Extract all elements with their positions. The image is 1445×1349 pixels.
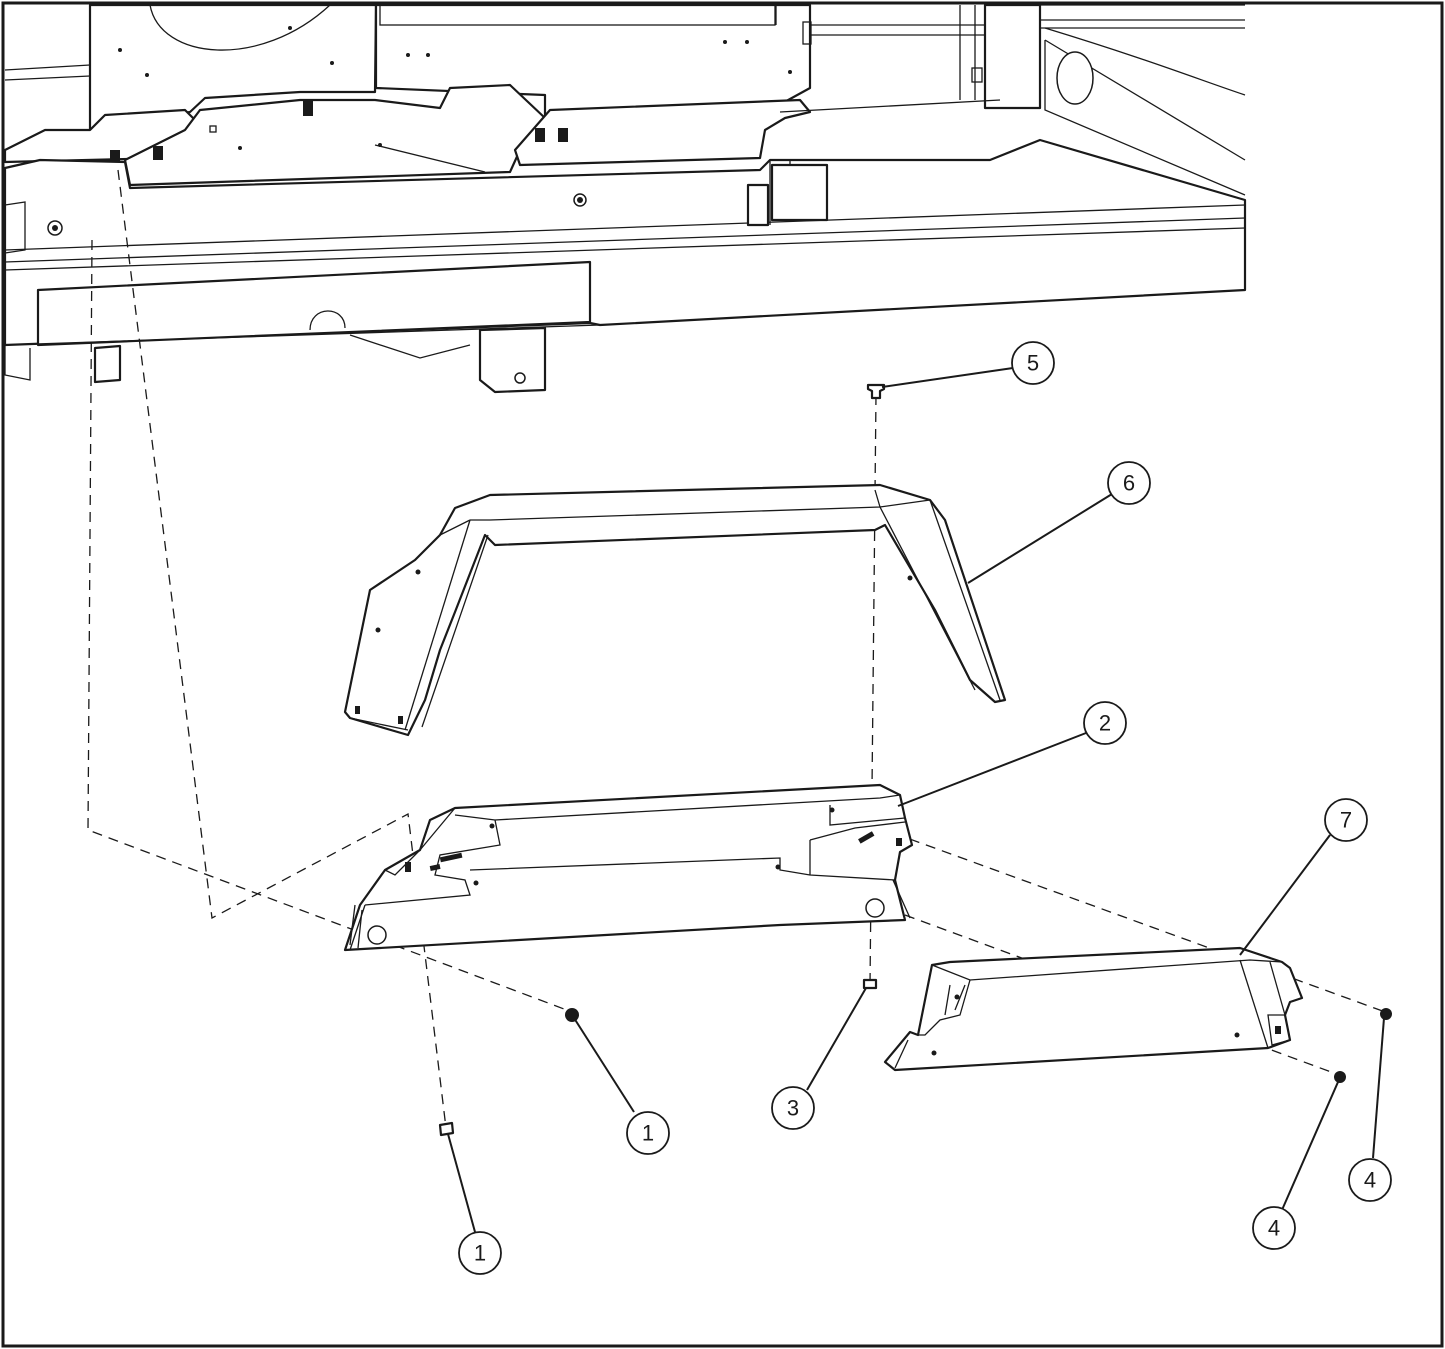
- callout-1b-label: 1: [474, 1241, 486, 1266]
- part-2-bracket: [343, 783, 914, 952]
- part-1-nut-a: [565, 1008, 579, 1022]
- vehicle-frame: [3, 3, 1247, 394]
- callout-6: 6: [1107, 461, 1151, 505]
- part-4-nut-a: [1380, 1008, 1392, 1020]
- callout-4b: 4: [1252, 1206, 1296, 1250]
- part-7-step-plate: [883, 946, 1304, 1072]
- hardware: [438, 383, 1392, 1137]
- part-5-bolt: [866, 383, 886, 400]
- callout-3-label: 3: [787, 1096, 799, 1121]
- callout-5-label: 5: [1027, 351, 1039, 376]
- callout-7-label: 7: [1340, 808, 1352, 833]
- callout-3: 3: [771, 1086, 815, 1130]
- callout-1a-label: 1: [642, 1121, 654, 1146]
- part-1-nut-b: [438, 1121, 455, 1137]
- callout-2: 2: [1083, 701, 1127, 745]
- part-6-fender: [343, 483, 1007, 737]
- callout-4a: 4: [1348, 1158, 1392, 1202]
- part-4-nut-b: [1334, 1071, 1346, 1083]
- callout-4a-label: 4: [1364, 1168, 1376, 1193]
- part-3-nut: [862, 978, 878, 990]
- callout-4b-label: 4: [1268, 1216, 1280, 1241]
- callout-6-label: 6: [1123, 471, 1135, 496]
- callout-1b: 1: [458, 1231, 502, 1275]
- callout-5: 5: [1011, 341, 1055, 385]
- callout-1a: 1: [626, 1111, 670, 1155]
- callouts: 5 6 2 7 1 3 1 4: [447, 341, 1392, 1275]
- callout-2-label: 2: [1099, 711, 1111, 736]
- callout-7: 7: [1324, 798, 1368, 842]
